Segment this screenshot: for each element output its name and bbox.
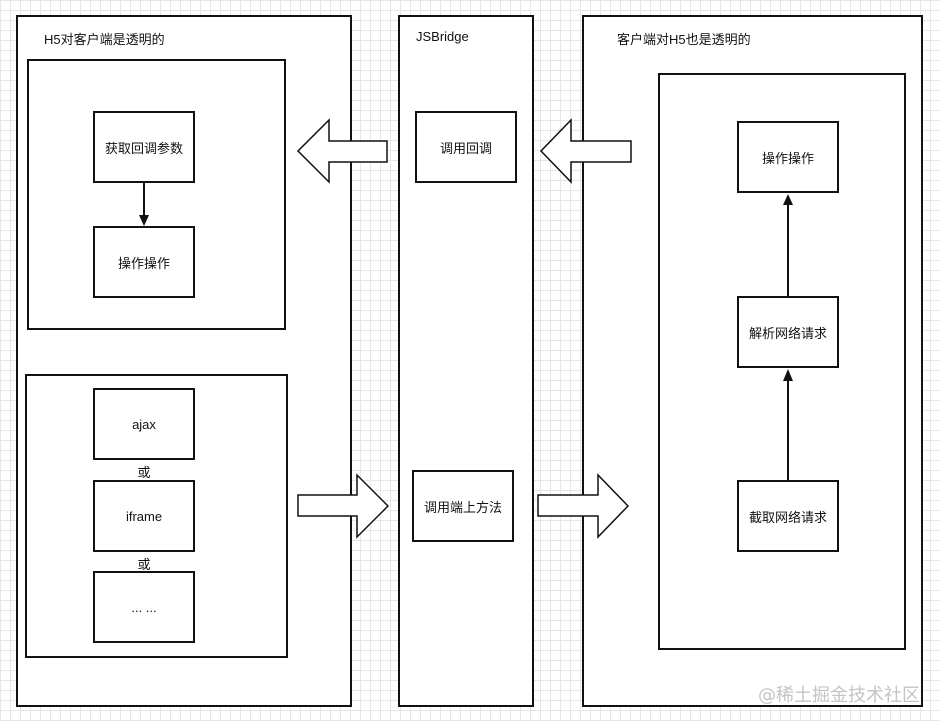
connector-parse-to-operate	[783, 194, 793, 296]
native-panel-title: 客户端对H5也是透明的	[617, 32, 751, 47]
or-label-1: 或	[137, 465, 151, 480]
iframe-node: iframe	[93, 480, 195, 552]
connector-intercept-to-parse	[783, 369, 793, 480]
h5-panel-title: H5对客户端是透明的	[44, 32, 165, 47]
block-arrow-native-to-jsbridge	[539, 118, 632, 184]
parse-request-node: 解析网络请求	[737, 296, 839, 368]
block-arrow-h5-to-jsbridge	[297, 473, 390, 539]
call-native-method-node: 调用端上方法	[412, 470, 514, 542]
connector-params-to-operate	[139, 183, 149, 226]
block-arrow-jsbridge-to-native	[537, 473, 630, 539]
call-callback-node: 调用回调	[415, 111, 517, 183]
native-operate-node: 操作操作	[737, 121, 839, 193]
intercept-request-node: 截取网络请求	[737, 480, 839, 552]
get-callback-params-node: 获取回调参数	[93, 111, 195, 183]
jsbridge-panel-title: JSBridge	[416, 29, 469, 44]
or-label-2: 或	[137, 557, 151, 572]
h5-operate-node: 操作操作	[93, 226, 195, 298]
ajax-node: ajax	[93, 388, 195, 460]
watermark: @稀土掘金技术社区	[758, 685, 920, 706]
block-arrow-jsbridge-to-h5	[296, 118, 388, 184]
other-option-node: ... ...	[93, 571, 195, 643]
